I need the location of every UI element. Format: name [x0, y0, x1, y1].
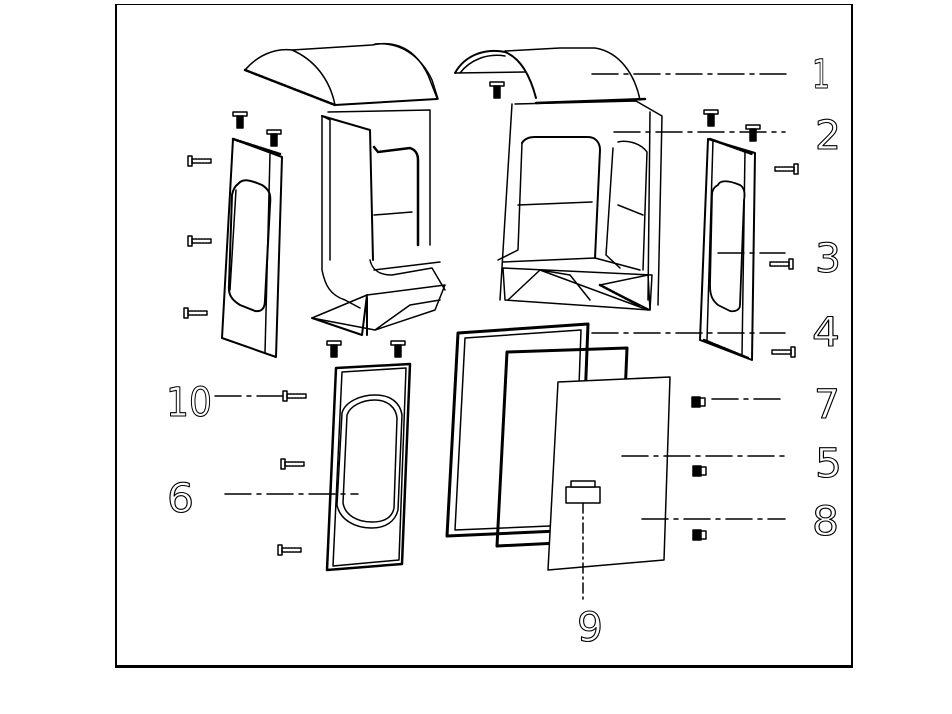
- callout-3: 3: [815, 236, 841, 282]
- callout-10: 10: [166, 380, 212, 426]
- nuts: [692, 397, 706, 540]
- callout-7: 7: [814, 382, 840, 428]
- callout-9: 9: [577, 605, 603, 651]
- side-bolts-right-facing: [770, 164, 798, 357]
- side-bolts-left-facing: [184, 156, 306, 555]
- callout-5: 5: [815, 441, 842, 487]
- callout-4: 4: [812, 310, 840, 356]
- leader-lines: [215, 74, 790, 519]
- diagram-frame: [115, 4, 853, 668]
- roof-left: [245, 44, 438, 105]
- side-panel-lower: [327, 364, 410, 570]
- door-panel: [548, 377, 670, 570]
- t-bolts: [233, 82, 760, 357]
- cab-body-left: [312, 110, 445, 335]
- door-handle: [566, 481, 600, 600]
- roof-right: [455, 48, 645, 103]
- callout-1: 1: [812, 52, 830, 98]
- side-panel-right: [700, 139, 755, 360]
- callout-2: 2: [815, 113, 841, 159]
- side-panel-upper-left: [222, 139, 282, 357]
- callout-labels: 1 2 3 4 7 5 8 9 10 6: [165, 51, 842, 651]
- callout-8: 8: [812, 499, 839, 545]
- cab-body-right: [498, 101, 662, 310]
- callout-6: 6: [167, 476, 194, 522]
